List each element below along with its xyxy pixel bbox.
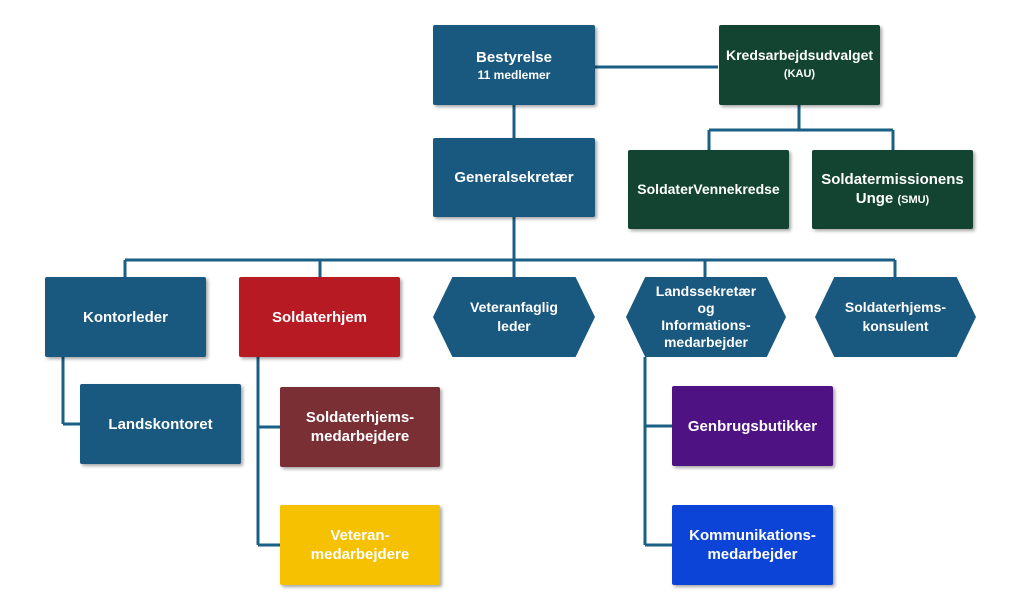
node-veteranmedarbejdere-line2: medarbejdere [310, 546, 410, 563]
node-soldaterhjem: Soldaterhjem [239, 277, 400, 357]
node-smu-title-line1: Soldatermissionens [821, 170, 964, 188]
node-soldaterhjemsmedarbejdere: Soldaterhjems- medarbejdere [280, 387, 440, 467]
node-generalsekretaer: Generalsekretær [433, 138, 595, 217]
node-landssekretaer-line2: og [697, 300, 715, 316]
node-generalsekretaer-title: Generalsekretær [454, 169, 574, 186]
node-smu-title-line2: Unge (SMU) [856, 189, 929, 210]
node-kontorleder-title: Kontorleder [82, 308, 168, 326]
node-smu: Soldatermissionens Unge (SMU) [812, 150, 973, 229]
node-kau-title: Kredsarbejdsudvalget [725, 47, 874, 63]
node-konsulent-line2: konsulent [862, 318, 929, 334]
node-veteranmedarbejdere: Veteran- medarbejdere [280, 505, 440, 585]
node-smu-unge: Unge [855, 189, 894, 207]
node-kommunikation-line2: medarbejder [707, 546, 798, 563]
node-bestyrelse-subtitle: 11 medlemer [477, 67, 551, 82]
node-genbrugsbutikker-title: Genbrugsbutikker [687, 417, 818, 435]
node-genbrugsbutikker: Genbrugsbutikker [672, 386, 833, 466]
node-konsulent: Soldaterhjems- konsulent [815, 277, 976, 357]
node-soldaterhjemsmedarbejdere-line2: medarbejdere [310, 428, 410, 445]
node-veteranfaglig-leder: Veteranfaglig leder [433, 277, 595, 357]
node-smu-abbr: (SMU) [897, 193, 930, 206]
node-konsulent-line1: Soldaterhjems- [844, 299, 947, 315]
node-bestyrelse-title: Bestyrelse [476, 48, 552, 66]
node-kau-subtitle: (KAU) [783, 68, 816, 80]
node-soldatervennekredse: SoldaterVennekredse [628, 150, 789, 229]
node-kau: Kredsarbejdsudvalget (KAU) [719, 25, 880, 105]
node-kommunikationsmedarbejder: Kommunikations- medarbejder [672, 505, 833, 585]
node-landssekretaer: Landssekretær og Informations- medarbejd… [626, 277, 786, 357]
node-soldaterhjemsmedarbejdere-line1: Soldaterhjems- [305, 409, 415, 426]
node-landssekretaer-line1: Landssekretær [655, 283, 757, 299]
node-landssekretaer-line3: Informations- [661, 317, 751, 333]
node-veteranmedarbejdere-line1: Veteran- [330, 527, 390, 544]
node-landssekretaer-line4: medarbejder [663, 334, 749, 350]
node-landskontoret-title: Landskontoret [108, 415, 213, 433]
node-landskontoret: Landskontoret [80, 384, 241, 464]
node-veteranfaglig-line2: leder [497, 318, 531, 334]
node-kommunikation-line1: Kommunikations- [689, 527, 816, 544]
node-veteranfaglig-line1: Veteranfaglig [470, 299, 558, 315]
node-soldatervennekredse-title: SoldaterVennekredse [637, 181, 780, 197]
node-soldaterhjem-title: Soldaterhjem [271, 308, 368, 326]
node-kontorleder: Kontorleder [45, 277, 206, 357]
node-bestyrelse: Bestyrelse 11 medlemer [433, 25, 595, 105]
